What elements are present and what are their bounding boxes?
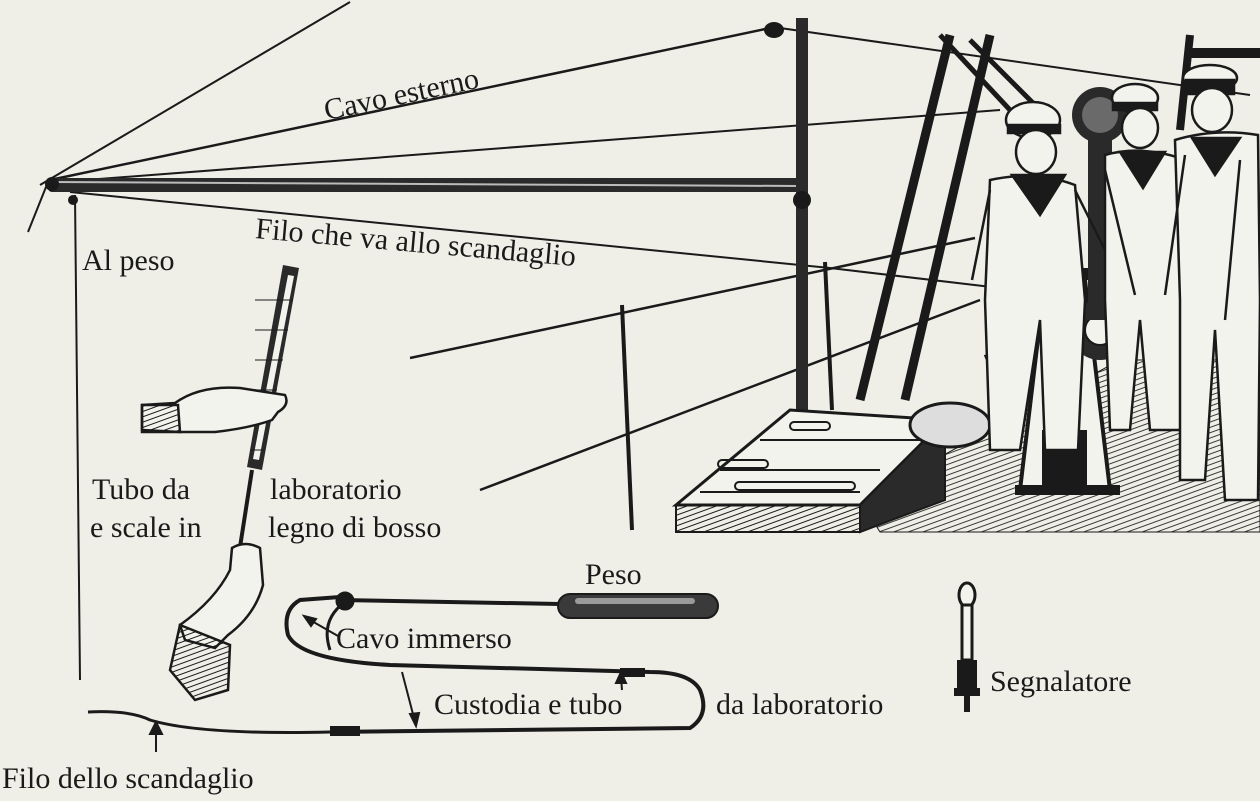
outer-cable-line — [49, 26, 771, 182]
sounding-weight — [557, 593, 719, 619]
boom-collar — [793, 191, 811, 209]
immersed-cable-assembly — [87, 591, 706, 736]
boom-and-mast — [45, 18, 811, 423]
boom-end-fitting — [45, 177, 59, 191]
railing-stanchion-2 — [823, 261, 834, 411]
machine-platform — [671, 401, 992, 534]
brace-line — [59, 109, 1001, 183]
mast-top-block — [764, 22, 784, 38]
pointer-arrows — [148, 614, 628, 752]
case-clamp — [330, 726, 360, 736]
label-custodia-e-tubo: Custodia e tubo — [434, 688, 623, 721]
sailor-1 — [970, 100, 1107, 452]
label-e-scale-in: e scale in — [90, 511, 202, 544]
pulley-block — [68, 195, 78, 205]
sounding-wire-extension — [829, 267, 1001, 289]
drum-housing — [908, 401, 992, 449]
sailor-3 — [1163, 63, 1260, 502]
weight-drop-line — [74, 194, 81, 681]
upper-stay-line — [39, 1, 351, 186]
label-da-laboratorio: da laboratorio — [716, 688, 884, 721]
label-cavo-immerso: Cavo immerso — [336, 622, 512, 655]
signaller — [954, 581, 980, 712]
railing-lower-line — [479, 298, 981, 492]
cable-shackle — [335, 591, 355, 611]
lower-hand — [168, 542, 265, 702]
label-laboratorio: laboratorio — [270, 473, 402, 506]
railing-stanchion-1 — [620, 304, 634, 531]
upper-hand — [140, 386, 288, 434]
label-filo-dello-scandaglio: Filo dello scandaglio — [2, 762, 254, 795]
railing-upper-line — [409, 236, 976, 360]
label-peso: Peso — [585, 558, 642, 591]
derrick-poles — [855, 33, 1260, 402]
label-tubo-da: Tubo da — [92, 473, 191, 506]
outer-cable-extension — [779, 27, 1251, 96]
short-stay-line — [27, 181, 49, 233]
rigging — [27, 1, 1251, 681]
mast — [796, 18, 808, 423]
label-al-peso: Al peso — [82, 244, 175, 277]
label-segnalatore: Segnalatore — [990, 665, 1132, 698]
sounding-wire-curve — [87, 710, 331, 734]
label-legno-di-bosso: legno di bosso — [268, 511, 442, 544]
sounding-wire-line — [69, 191, 831, 269]
case-loop — [284, 595, 706, 734]
